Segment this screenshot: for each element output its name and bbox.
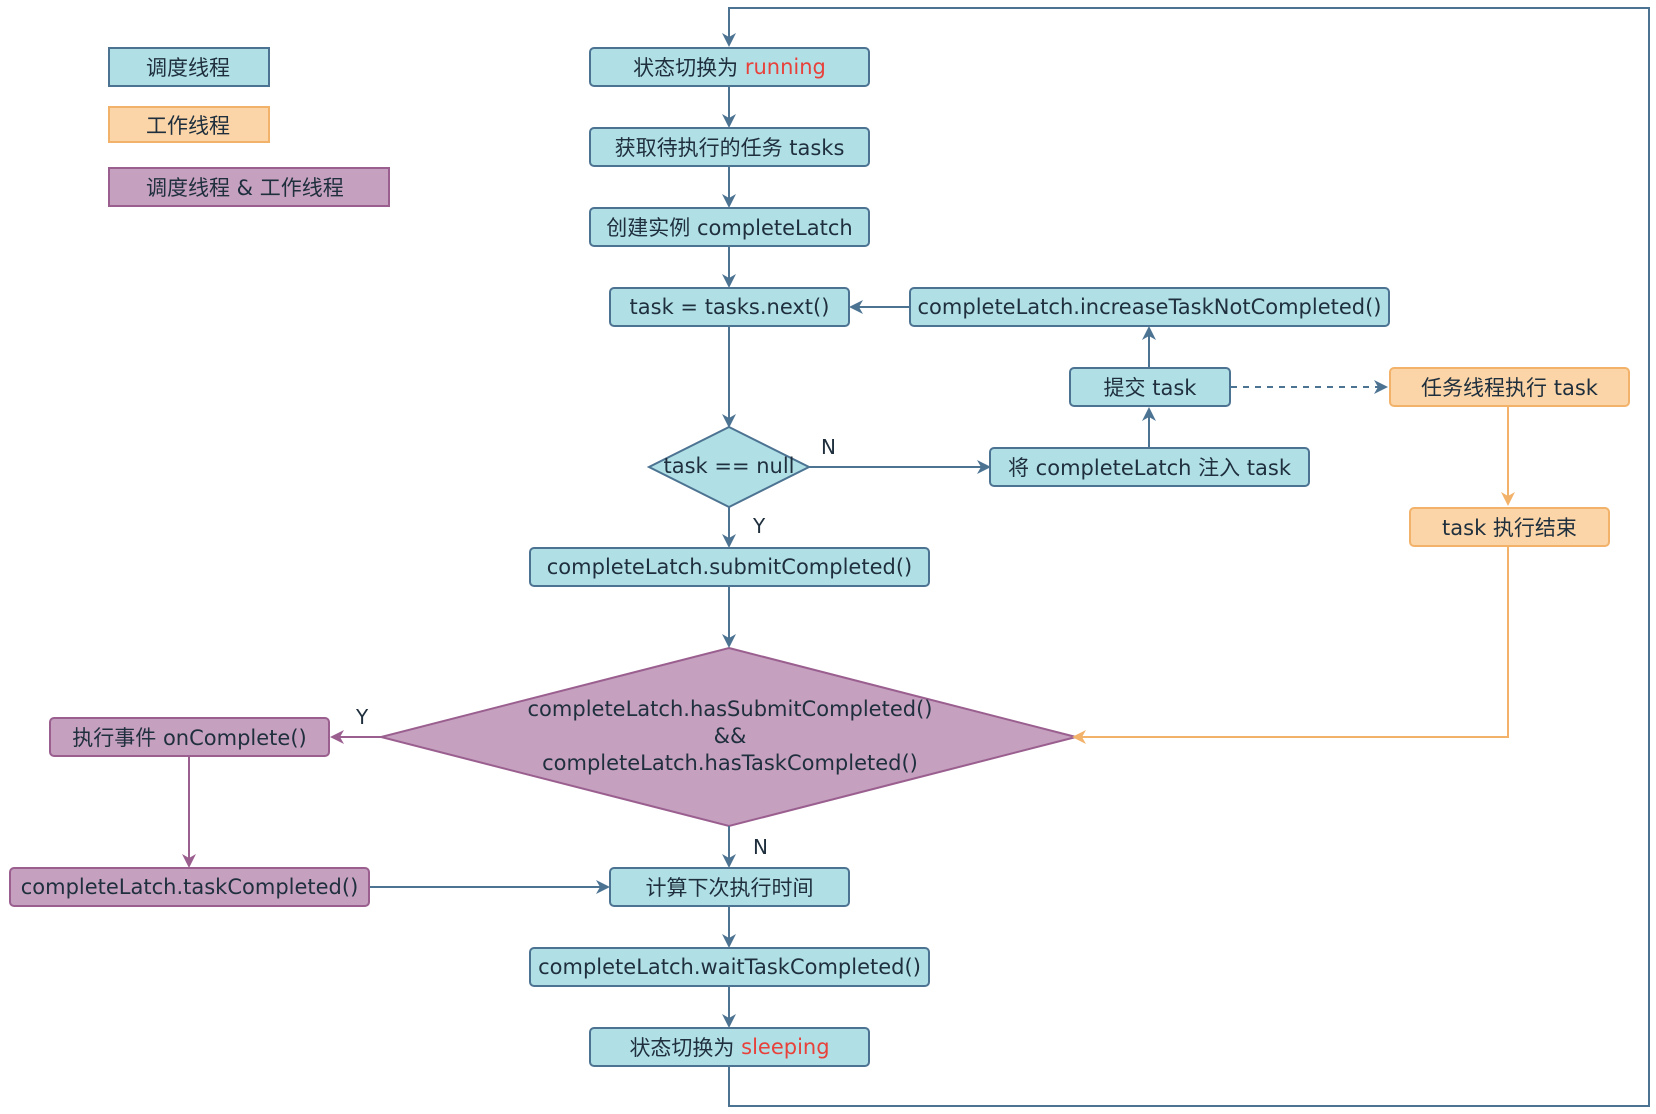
legend-both-label: 调度线程 & 工作线程: [146, 176, 344, 200]
node-inject-label: 将 completeLatch 注入 task: [1008, 456, 1291, 480]
node-inject-latch: 将 completeLatch 注入 task: [989, 447, 1310, 487]
node-to-running-prefix: 状态切换为: [633, 56, 745, 80]
node-submit-completed: completeLatch.submitCompleted(): [529, 547, 930, 587]
node-submit-task: 提交 task: [1069, 367, 1231, 407]
node-task-completed: completeLatch.taskCompleted(): [9, 867, 370, 907]
node-to-running: 状态切换为 running: [589, 47, 870, 87]
node-on-complete-label: 执行事件 onComplete(): [72, 726, 307, 750]
node-to-sleeping-state: sleeping: [741, 1035, 830, 1059]
node-create-latch: 创建实例 completeLatch: [589, 207, 870, 247]
node-on-complete: 执行事件 onComplete(): [49, 717, 330, 757]
node-get-tasks-label: 获取待执行的任务 tasks: [614, 136, 845, 160]
edge-label-null-no: N: [821, 435, 836, 459]
node-submit-task-label: 提交 task: [1103, 376, 1197, 400]
decision-completed-label: completeLatch.hasSubmitCompleted() && co…: [380, 696, 1080, 777]
node-worker-exec: 任务线程执行 task: [1389, 367, 1630, 407]
node-submit-completed-label: completeLatch.submitCompleted(): [546, 555, 913, 579]
decision-completed-line-3: completeLatch.hasTaskCompleted(): [542, 751, 918, 775]
node-to-running-state: running: [744, 55, 826, 79]
node-get-tasks: 获取待执行的任务 tasks: [589, 127, 870, 167]
node-increase-not-completed: completeLatch.increaseTaskNotCompleted(): [909, 287, 1390, 327]
edge-label-cond-no: N: [753, 835, 768, 859]
node-task-done-label: task 执行结束: [1442, 516, 1577, 540]
node-calc-next-label: 计算下次执行时间: [645, 876, 814, 900]
node-increase-label: completeLatch.increaseTaskNotCompleted(): [917, 295, 1382, 319]
legend-worker-label: 工作线程: [146, 113, 230, 138]
node-worker-exec-label: 任务线程执行 task: [1421, 376, 1598, 400]
decision-completed-line-2: &&: [713, 724, 747, 748]
edge-label-cond-yes: Y: [356, 705, 369, 729]
node-task-done: task 执行结束: [1409, 507, 1610, 547]
edge-label-null-yes: Y: [753, 514, 766, 538]
node-to-sleeping: 状态切换为 sleeping: [589, 1027, 870, 1067]
node-task-next: task = tasks.next(): [609, 287, 850, 327]
node-task-completed-label: completeLatch.taskCompleted(): [20, 875, 359, 899]
legend-scheduler: 调度线程: [108, 47, 270, 87]
edge-sleeping-loop-back-to-running: [722, 7, 1650, 1107]
edge-task-done-to-decision: [1072, 547, 1509, 744]
node-to-sleeping-prefix: 状态切换为: [629, 1036, 742, 1060]
decision-task-null-label: task == null: [663, 454, 795, 478]
legend-both: 调度线程 & 工作线程: [108, 167, 390, 207]
node-create-latch-label: 创建实例 completeLatch: [606, 216, 853, 240]
legend-scheduler-label: 调度线程: [146, 56, 230, 80]
node-wait-task-completed: completeLatch.waitTaskCompleted(): [529, 947, 930, 987]
node-calc-next: 计算下次执行时间: [609, 867, 850, 907]
node-task-next-label: task = tasks.next(): [629, 295, 830, 319]
legend-worker: 工作线程: [108, 106, 270, 143]
node-wait-label: completeLatch.waitTaskCompleted(): [538, 955, 921, 979]
decision-completed-line-1: completeLatch.hasSubmitCompleted(): [527, 697, 933, 721]
